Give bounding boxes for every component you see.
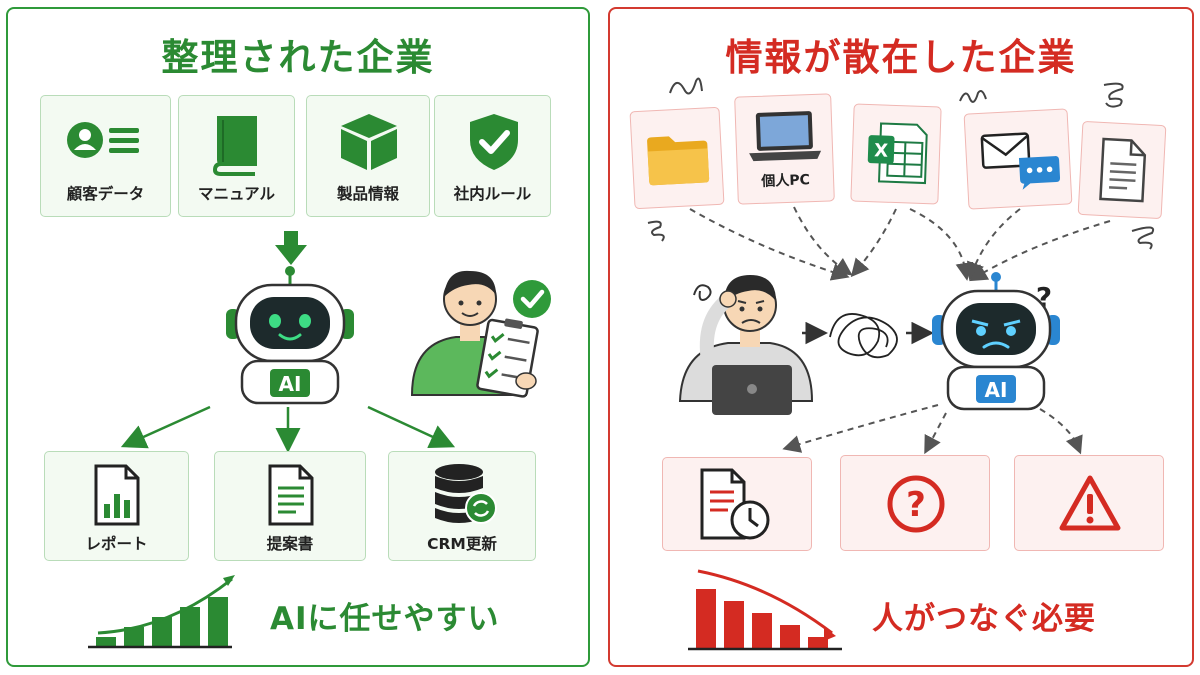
source-card-customer-data: 顧客データ [40,95,171,217]
warning-icon [1059,475,1121,531]
source-card-internal-rules: 社内ルール [434,95,551,217]
source-card-manual: マニュアル [178,95,295,217]
spreadsheet-icon: X [867,122,928,185]
source-label: マニュアル [197,185,276,203]
output-label: レポート [85,535,148,553]
source-card-product-info: 製品情報 [306,95,430,217]
source-card-document [1077,120,1167,220]
scribble-icon [1131,226,1154,250]
scribble-icon [1103,82,1124,108]
product-box-icon [341,114,397,170]
diverging-dashed-arrows [782,404,1083,455]
confused-person-icon [678,275,814,415]
delayed-document-icon [700,468,770,540]
trend-arrowhead [223,575,235,586]
mail-chat-icon [980,132,1061,190]
trend-arrow [97,577,233,635]
trend-bar [180,607,200,647]
caption: AIに任せやすい [270,601,500,637]
scribble-icon [669,77,703,95]
trend-bar [724,601,744,649]
source-label: 社内ルール [453,185,532,203]
panel-title: 整理された企業 [161,36,435,79]
trend-arrowhead [824,627,836,641]
output-label: CRM更新 [427,535,497,553]
question-icon: ? [887,475,945,533]
scribble-icon [647,220,665,242]
database-sync-icon [435,464,497,524]
source-card-folder [629,106,725,210]
falling-trend-chart-icon [688,569,842,651]
output-card-warning [1014,455,1164,551]
ai-badge: AI [279,372,302,396]
sad-ai-robot-icon: ? AI [932,272,1060,411]
folder-icon [647,136,710,186]
scribble-icon [959,90,987,103]
ai-badge: AI [985,378,1008,402]
output-card-crm-update: CRM更新 [388,451,536,561]
shield-check-icon [470,114,518,170]
report-chart-icon [94,464,140,526]
document-icon [1099,137,1147,203]
source-card-spreadsheet: X [850,103,942,205]
trend-arrow [697,569,833,635]
ai-robot-icon: AI [226,266,354,405]
svg-text:?: ? [906,485,926,525]
trend-bar [208,597,228,647]
converging-dashed-arrows [689,206,1111,282]
output-card-report: レポート [44,451,189,561]
source-card-mail-chat [963,108,1073,210]
down-arrow-icon [275,231,307,265]
output-card-delayed-document [662,457,812,551]
trend-bar [696,589,716,649]
source-label: 顧客データ [66,185,145,203]
trend-bar [752,613,772,649]
customer-data-icon [67,122,139,158]
laptop-icon [749,111,822,162]
caption: 人がつなぐ必要 [872,601,1096,637]
trend-bar [152,617,172,647]
trend-bar [808,637,828,649]
output-card-proposal: 提案書 [214,451,366,561]
panel-title: 情報が散在した企業 [725,36,1077,79]
output-card-question: ? [840,455,990,551]
trend-bar [124,627,144,647]
organized-company-panel: 整理された企業 顧客データ マニュアル 製品情報 [6,7,590,667]
person-with-checklist-icon [410,270,551,398]
manual-book-icon [212,116,257,176]
output-label: 提案書 [266,535,314,553]
trend-bar [96,637,116,647]
scattered-company-panel: 情報が散在した企業 個人PC [608,7,1194,667]
svg-text:X: X [874,140,889,161]
trend-bar [780,625,800,649]
source-card-personal-pc: 個人PC [734,93,835,205]
check-badge-icon [513,280,551,318]
proposal-document-icon [268,464,314,526]
tangle-flow-arrows [802,313,934,359]
tangled-line-icon [829,313,898,359]
rising-trend-chart-icon [88,575,235,649]
source-label: 製品情報 [336,185,399,203]
output-arrows [120,405,456,451]
